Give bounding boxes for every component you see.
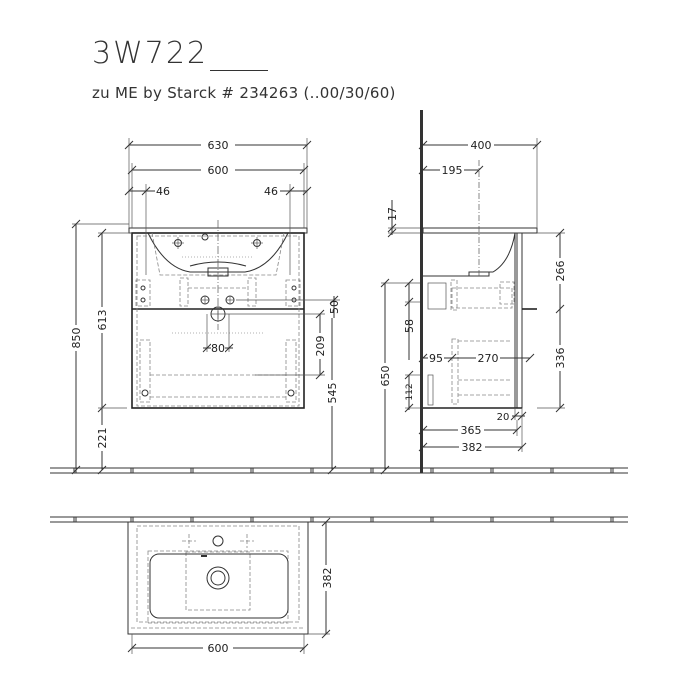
dim-drawer-to-floor: 545 [326, 383, 339, 404]
wall-line-top-view [50, 516, 628, 523]
dim-drawer-height: 209 [314, 336, 327, 357]
floor-line-upper [50, 467, 628, 474]
side-dimensions: 400 195 17 266 336 650 58 [378, 138, 567, 475]
basin-bowl [147, 232, 289, 273]
compatibility-note: zu ME by Starck # 234263 (..00/30/60) [92, 84, 396, 102]
front-view [128, 220, 308, 409]
dim-top-depth: 382 [321, 568, 334, 589]
tap-hole-left [172, 237, 184, 249]
top-basin-bowl [149, 553, 289, 619]
dim-right-offset: 46 [264, 185, 278, 198]
dim-total-height: 850 [70, 328, 83, 349]
dim-cabinet-height: 650 [379, 366, 392, 387]
dim-floor-clearance: 221 [96, 428, 109, 449]
tap-hole [212, 535, 224, 547]
top-view: 382 600 [127, 517, 334, 655]
dim-top-thickness: 17 [386, 207, 399, 221]
dim-cabinet-top-height: 613 [96, 310, 109, 331]
model-number: 3W722 [92, 36, 269, 71]
dim-siphon-gap: 58 [403, 319, 416, 333]
dim-tap-center: 195 [442, 164, 463, 177]
dim-total-depth: 382 [462, 441, 483, 454]
top-view-outline [127, 521, 309, 635]
wall [420, 110, 423, 473]
dim-drain-width: 80 [211, 342, 225, 355]
front-dimensions: 630 600 46 46 850 613 221 [69, 138, 341, 475]
model-suffix-blank [210, 44, 269, 71]
dim-drain-offset: 50 [328, 300, 341, 314]
tap-hole-right [251, 237, 263, 249]
side-front-panel [516, 232, 523, 409]
dim-top-width: 600 [208, 642, 229, 655]
model-number-text: 3W722 [92, 36, 209, 71]
side-view [420, 110, 538, 473]
dim-base-offset: 112 [405, 383, 415, 400]
side-top [422, 227, 538, 234]
drain-outer [206, 566, 230, 590]
dim-cabinet-width: 600 [208, 164, 229, 177]
dim-rail-offset: 95 [429, 352, 443, 365]
drain-inner [210, 570, 226, 586]
dim-upper-drawer: 266 [554, 261, 567, 282]
dim-left-offset: 46 [156, 185, 170, 198]
dim-carcass-depth: 365 [461, 424, 482, 437]
dim-front-thickness: 20 [497, 412, 510, 423]
dim-overall-width: 630 [208, 139, 229, 152]
overflow-hole [201, 233, 209, 241]
dim-lower-drawer: 336 [554, 348, 567, 369]
dim-inner-depth: 270 [478, 352, 499, 365]
dim-depth-top: 400 [471, 139, 492, 152]
